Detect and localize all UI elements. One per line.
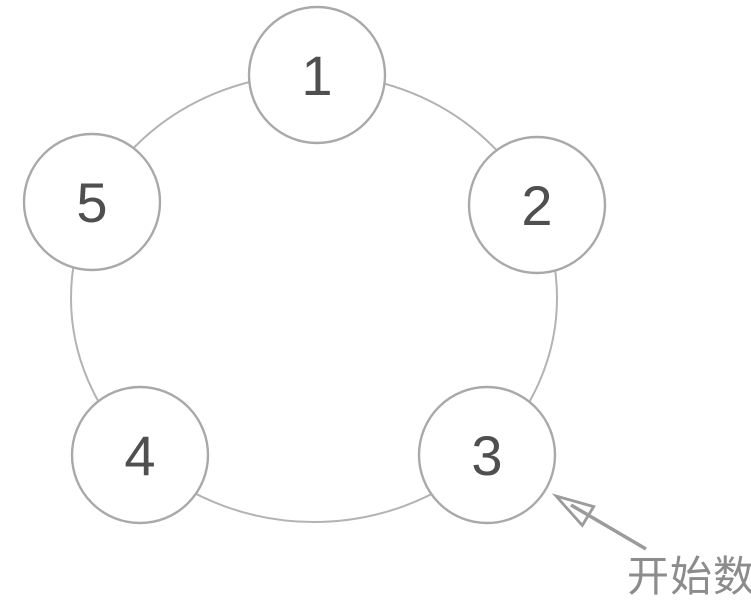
start-arrow — [551, 493, 647, 551]
node-2-label: 2 — [521, 174, 552, 237]
node-3-circle — [417, 385, 557, 525]
node-4-circle — [70, 385, 210, 525]
node-2-circle — [467, 135, 607, 275]
node-4: 4 — [70, 385, 210, 525]
node-1-label: 1 — [301, 44, 332, 107]
node-5-circle — [22, 132, 162, 272]
node-5: 5 — [22, 132, 162, 272]
start-arrow-head-icon — [551, 493, 596, 528]
node-3-label: 3 — [471, 424, 502, 487]
node-5-label: 5 — [76, 171, 107, 234]
node-3: 3 — [417, 385, 557, 525]
annotation-label: 开始数 — [627, 553, 751, 600]
start-arrow-shaft — [570, 503, 647, 551]
node-1: 1 — [247, 5, 387, 145]
node-2: 2 — [467, 135, 607, 275]
node-4-label: 4 — [124, 424, 155, 487]
node-1-circle — [247, 5, 387, 145]
